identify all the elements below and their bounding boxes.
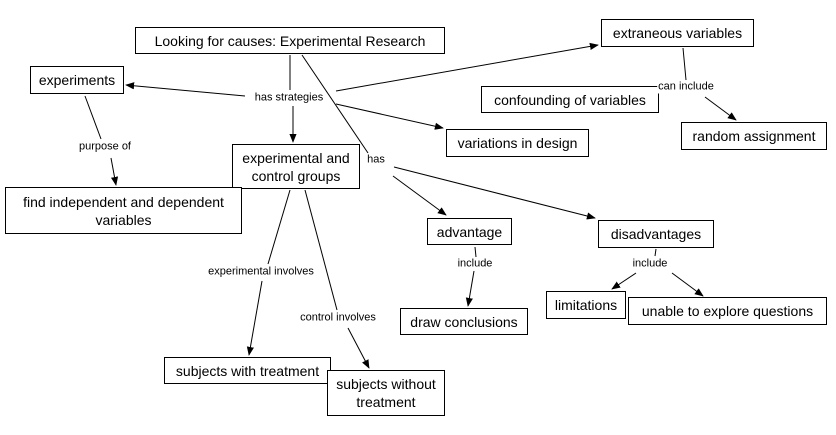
connector-advantage-to-include	[474, 246, 477, 258]
link-label-has: has	[366, 153, 386, 167]
connector-has-strategies-to-extraneous	[335, 42, 599, 92]
connector-can-include-to-random	[704, 96, 737, 121]
node-disadvantages[interactable]: disadvantages	[598, 220, 714, 248]
node-experimental-and-control-groups[interactable]: experimental and control groups	[232, 144, 360, 189]
connector-include-to-limitations	[611, 272, 637, 290]
link-label-has-strategies: has strategies	[253, 91, 325, 105]
connector-include-to-unable	[671, 272, 704, 297]
connector-has-strategies-to-variations	[335, 103, 444, 130]
link-label-include-disadvantages: include	[631, 257, 669, 271]
link-label-control-involves: control involves	[299, 311, 377, 325]
connector-root-to-has	[301, 54, 369, 154]
connector-extraneous-to-can-include	[682, 47, 687, 81]
connector-disadvantages-to-include	[654, 248, 657, 257]
connector-groups-to-ctrl-involves	[304, 189, 338, 311]
link-label-purpose-of: purpose of	[78, 140, 132, 154]
node-experiments[interactable]: experiments	[30, 66, 124, 94]
connector-groups-to-exp-involves	[267, 189, 291, 265]
node-extraneous-variables[interactable]: extraneous variables	[601, 19, 754, 47]
node-root[interactable]: Looking for causes: Experimental Researc…	[135, 27, 445, 54]
node-advantage[interactable]: advantage	[427, 218, 512, 245]
node-draw-conclusions[interactable]: draw conclusions	[400, 308, 528, 335]
link-label-experimental-involves: experimental involves	[207, 265, 315, 279]
connector-has-strategies-to-experiments	[125, 82, 246, 97]
node-limitations[interactable]: limitations	[546, 291, 626, 319]
connector-ctrl-involves-to-without	[347, 327, 370, 369]
node-subjects-with-treatment[interactable]: subjects with treatment	[164, 357, 331, 384]
node-subjects-without-treatment[interactable]: subjects without treatment	[327, 370, 445, 416]
link-label-can-include: can include	[657, 80, 715, 94]
node-random-assignment[interactable]: random assignment	[681, 122, 827, 150]
node-variations-in-design[interactable]: variations in design	[446, 129, 589, 157]
link-label-include-advantage: include	[456, 257, 494, 271]
connector-exp-involves-to-with	[246, 280, 263, 356]
node-confounding-of-variables[interactable]: confounding of variables	[481, 86, 659, 113]
connector-include-to-draw	[465, 270, 475, 307]
connector-has-to-disadvantages	[393, 166, 596, 220]
node-unable-to-explore-questions[interactable]: unable to explore questions	[628, 297, 827, 325]
connector-has-to-advantage	[392, 175, 447, 216]
connector-purpose-to-find	[110, 157, 119, 186]
node-find-variables[interactable]: find independent and dependent variables	[5, 187, 242, 234]
connector-experiments-to-purpose	[84, 95, 102, 140]
